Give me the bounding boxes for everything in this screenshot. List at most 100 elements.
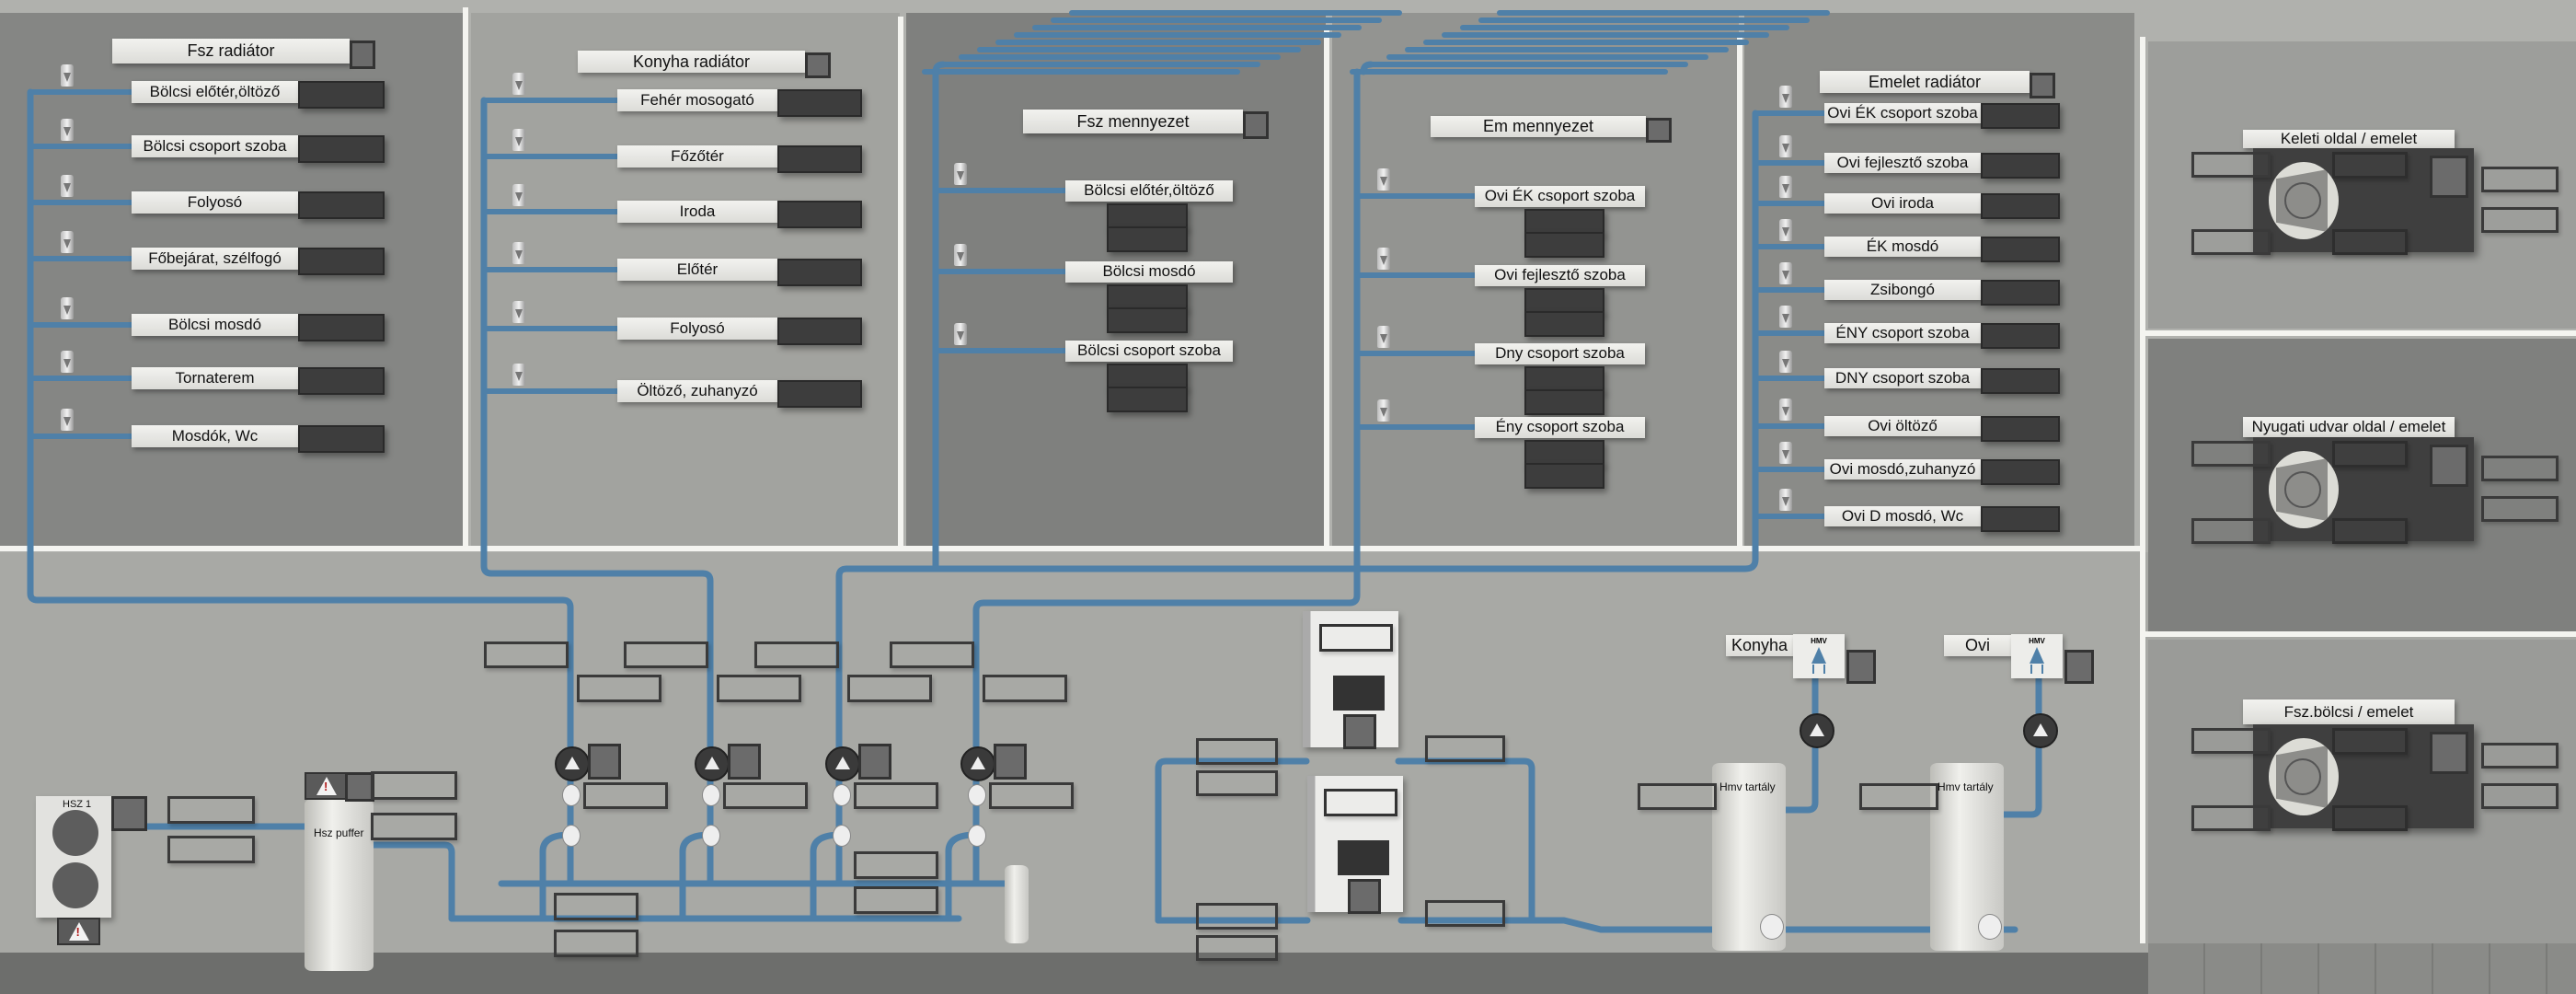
- dhw-status-indicator[interactable]: [1846, 650, 1876, 684]
- temperature-readout[interactable]: [854, 782, 938, 809]
- pump-status-indicator[interactable]: [994, 744, 1027, 780]
- temperature-readout[interactable]: [983, 675, 1067, 702]
- temperature-readout[interactable]: [890, 641, 974, 668]
- temperature-readout[interactable]: [754, 641, 839, 668]
- zone-value-display[interactable]: [298, 135, 385, 163]
- temperature-readout[interactable]: [1196, 770, 1278, 796]
- zone-value-display[interactable]: [777, 380, 862, 408]
- warning-icon[interactable]: [57, 918, 100, 945]
- temperature-readout[interactable]: [854, 886, 938, 914]
- panel-status-indicator[interactable]: [1646, 118, 1672, 143]
- zone-value-display[interactable]: [777, 201, 862, 228]
- ahu-fan-icon[interactable]: [2269, 162, 2339, 239]
- temperature-readout[interactable]: [371, 771, 457, 800]
- temperature-readout[interactable]: [989, 782, 1074, 809]
- boiler-display[interactable]: [1319, 624, 1393, 652]
- zone-value-display[interactable]: [1524, 287, 1604, 314]
- ahu-readout[interactable]: [2191, 152, 2271, 178]
- ahu-readout[interactable]: [2481, 167, 2559, 192]
- ahu-readout[interactable]: [2191, 728, 2271, 754]
- zone-setpoint-display[interactable]: [1524, 388, 1604, 415]
- zone-value-display[interactable]: [777, 145, 862, 173]
- zone-value-display[interactable]: [298, 425, 385, 453]
- ahu-status-indicator[interactable]: [2430, 732, 2468, 774]
- zone-value-display[interactable]: [1981, 103, 2060, 129]
- temperature-readout[interactable]: [624, 641, 708, 668]
- zone-setpoint-display[interactable]: [1524, 462, 1604, 489]
- pump-status-indicator[interactable]: [858, 744, 891, 780]
- temperature-readout[interactable]: [554, 930, 638, 957]
- ahu-status-indicator[interactable]: [2430, 445, 2468, 487]
- temperature-readout[interactable]: [554, 893, 638, 920]
- dhw-pump-icon[interactable]: [1800, 713, 1834, 748]
- ahu-readout[interactable]: [2191, 805, 2271, 831]
- temperature-readout[interactable]: [1859, 783, 1938, 810]
- zone-value-display[interactable]: [298, 367, 385, 395]
- boiler-display[interactable]: [1324, 789, 1397, 816]
- ahu-readout[interactable]: [2332, 152, 2408, 179]
- ahu-readout[interactable]: [2481, 496, 2559, 522]
- temperature-readout[interactable]: [1638, 783, 1717, 810]
- circulation-pump-icon[interactable]: [695, 746, 730, 781]
- pump-status-indicator[interactable]: [728, 744, 761, 780]
- zone-value-display[interactable]: [1107, 283, 1188, 310]
- panel-status-indicator[interactable]: [2030, 73, 2055, 98]
- circulation-pump-icon[interactable]: [825, 746, 860, 781]
- temperature-readout[interactable]: [723, 782, 808, 809]
- temperature-readout[interactable]: [583, 782, 668, 809]
- warning-icon[interactable]: [305, 772, 349, 800]
- zone-value-display[interactable]: [1524, 439, 1604, 466]
- ahu-readout[interactable]: [2191, 229, 2271, 255]
- zone-setpoint-display[interactable]: [1524, 231, 1604, 258]
- temperature-readout[interactable]: [167, 796, 255, 824]
- ahu-readout[interactable]: [2332, 229, 2408, 255]
- ahu-readout[interactable]: [2481, 743, 2559, 769]
- boiler-status-indicator[interactable]: [1348, 879, 1381, 914]
- ahu-readout[interactable]: [2332, 728, 2408, 755]
- ahu-readout[interactable]: [2481, 456, 2559, 481]
- temperature-readout[interactable]: [1196, 935, 1278, 961]
- zone-value-display[interactable]: [1524, 208, 1604, 235]
- zone-value-display[interactable]: [1981, 459, 2060, 485]
- ahu-readout[interactable]: [2191, 441, 2271, 467]
- zone-value-display[interactable]: [298, 81, 385, 109]
- zone-value-display[interactable]: [298, 248, 385, 275]
- zone-value-display[interactable]: [1981, 153, 2060, 179]
- ahu-fan-icon[interactable]: [2269, 451, 2339, 528]
- temperature-readout[interactable]: [1425, 900, 1505, 927]
- zone-value-display[interactable]: [1981, 237, 2060, 262]
- circulation-pump-icon[interactable]: [960, 746, 995, 781]
- zone-setpoint-display[interactable]: [1107, 306, 1188, 333]
- heat-pump-status-indicator[interactable]: [111, 796, 147, 831]
- ahu-fan-icon[interactable]: [2269, 738, 2339, 815]
- buffer-status-indicator[interactable]: [345, 772, 374, 802]
- zone-value-display[interactable]: [1107, 363, 1188, 389]
- panel-status-indicator[interactable]: [805, 52, 831, 78]
- temperature-readout[interactable]: [1196, 738, 1278, 765]
- zone-value-display[interactable]: [1981, 323, 2060, 349]
- boiler-status-indicator[interactable]: [1343, 714, 1376, 749]
- temperature-readout[interactable]: [1196, 903, 1278, 930]
- zone-setpoint-display[interactable]: [1107, 386, 1188, 412]
- temperature-readout[interactable]: [717, 675, 801, 702]
- zone-value-display[interactable]: [777, 318, 862, 345]
- zone-value-display[interactable]: [298, 191, 385, 219]
- ahu-readout[interactable]: [2332, 518, 2408, 544]
- dhw-status-indicator[interactable]: [2064, 650, 2094, 684]
- zone-value-display[interactable]: [1981, 280, 2060, 306]
- dhw-pump-icon[interactable]: [2023, 713, 2058, 748]
- zone-value-display[interactable]: [1981, 506, 2060, 532]
- temperature-readout[interactable]: [847, 675, 932, 702]
- temperature-readout[interactable]: [854, 851, 938, 879]
- ahu-readout[interactable]: [2481, 207, 2559, 233]
- zone-value-display[interactable]: [1107, 202, 1188, 229]
- zone-value-display[interactable]: [1981, 193, 2060, 219]
- ahu-readout[interactable]: [2481, 783, 2559, 809]
- zone-value-display[interactable]: [1981, 416, 2060, 442]
- pump-status-indicator[interactable]: [588, 744, 621, 780]
- ahu-status-indicator[interactable]: [2430, 156, 2468, 198]
- temperature-readout[interactable]: [577, 675, 661, 702]
- temperature-readout[interactable]: [167, 836, 255, 863]
- temperature-readout[interactable]: [484, 641, 569, 668]
- zone-value-display[interactable]: [777, 259, 862, 286]
